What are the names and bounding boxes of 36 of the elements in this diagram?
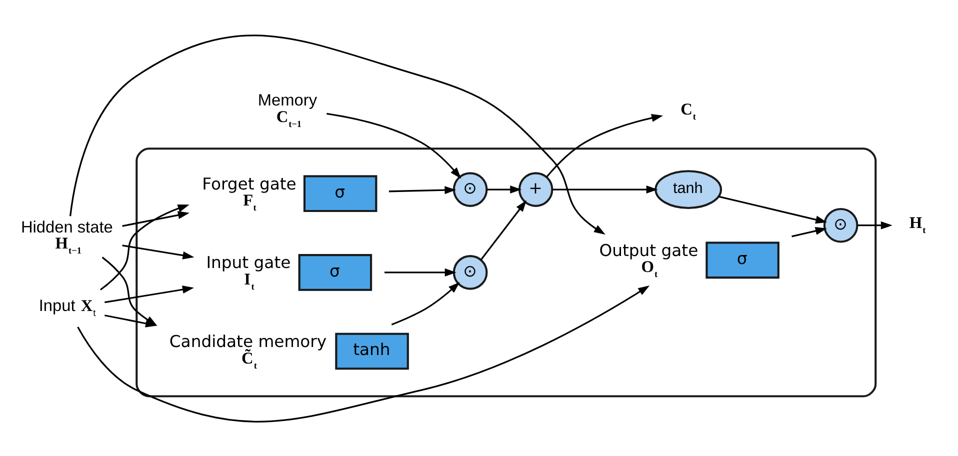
node-circle: ⊙ — [452, 172, 488, 206]
node-label: F$_{t}$ — [243, 190, 256, 212]
arrow — [104, 285, 194, 303]
node-label: Output gate — [599, 240, 698, 260]
arrow — [792, 226, 827, 237]
node-circle: + — [518, 172, 554, 206]
cluster — [136, 147, 877, 397]
arrow — [122, 244, 194, 259]
node-label: Candidate memory — [169, 331, 327, 350]
arrow — [100, 204, 190, 290]
arrow — [718, 195, 828, 224]
node-circle: ⊙ — [823, 207, 858, 242]
arrow — [391, 282, 460, 325]
node-label: Input gate — [206, 252, 291, 272]
arrow — [388, 186, 456, 194]
node-text: Input X$_{t}$ — [38, 296, 96, 318]
arrow — [546, 114, 664, 178]
node-label: O$_{t}$ — [641, 256, 658, 279]
node-ellipse: tanh — [654, 170, 722, 208]
arrow — [486, 185, 522, 194]
arrow — [480, 200, 527, 260]
node-text: H$_{t}$ — [909, 212, 926, 235]
node-circle: ⊙ — [452, 254, 488, 290]
arrow — [69, 34, 606, 234]
arrow — [77, 285, 650, 422]
node-label: Forget gate — [202, 174, 296, 193]
node-text: C$_{t}$ — [680, 99, 696, 122]
node-label: I$_{t}$ — [244, 269, 254, 292]
arrow — [326, 112, 462, 178]
node-label: C̃$_{t}$ — [242, 348, 257, 370]
arrow — [122, 210, 190, 226]
node-text: Hidden state H$_{t−1}$ — [20, 218, 113, 256]
arrow — [552, 185, 658, 194]
arrow — [384, 268, 456, 276]
node-text: Memory C$_{t−1}$ — [258, 90, 318, 128]
arrow — [857, 220, 892, 229]
